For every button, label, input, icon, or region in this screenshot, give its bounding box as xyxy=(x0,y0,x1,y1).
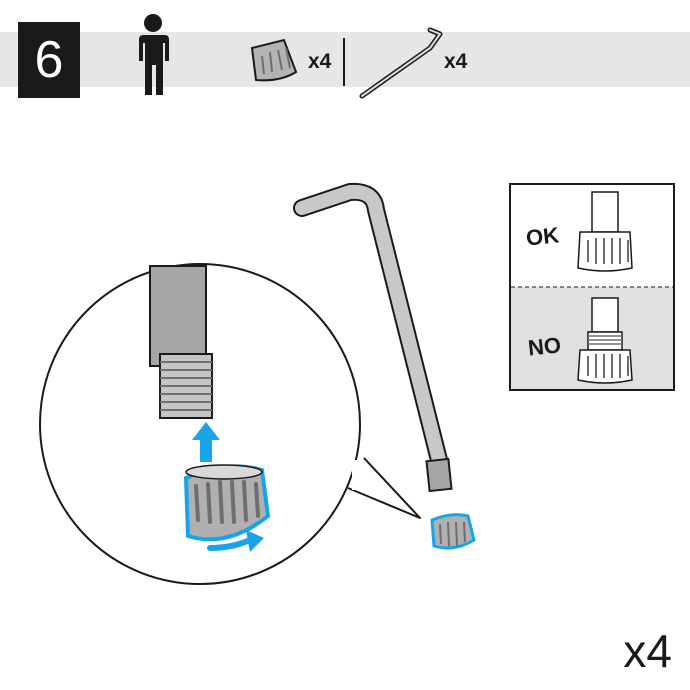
step-number-box: 6 xyxy=(18,22,80,98)
rotate-arrow-icon xyxy=(207,530,264,552)
rubber-cap-icon xyxy=(250,38,298,82)
ok-cap-correct xyxy=(577,191,633,272)
zoom-bubble xyxy=(39,263,421,585)
l-shaped-leg xyxy=(293,182,453,493)
l-shaped-leg-icon xyxy=(359,27,443,99)
comparison-panel xyxy=(509,183,675,391)
rubber-cap xyxy=(430,513,476,550)
up-arrow-icon xyxy=(192,422,220,462)
cap-quantity: x4 xyxy=(308,50,332,73)
no-label: NO xyxy=(526,332,563,361)
repeat-quantity: x4 xyxy=(623,625,672,677)
no-cap-incorrect xyxy=(577,297,633,384)
step-number: 6 xyxy=(34,31,64,89)
ok-label: OK xyxy=(524,222,561,251)
zoomed-rubber-cap xyxy=(183,464,271,542)
zoomed-threaded-leg xyxy=(149,265,213,419)
leg-quantity: x4 xyxy=(444,50,468,73)
person-icon xyxy=(139,14,169,95)
